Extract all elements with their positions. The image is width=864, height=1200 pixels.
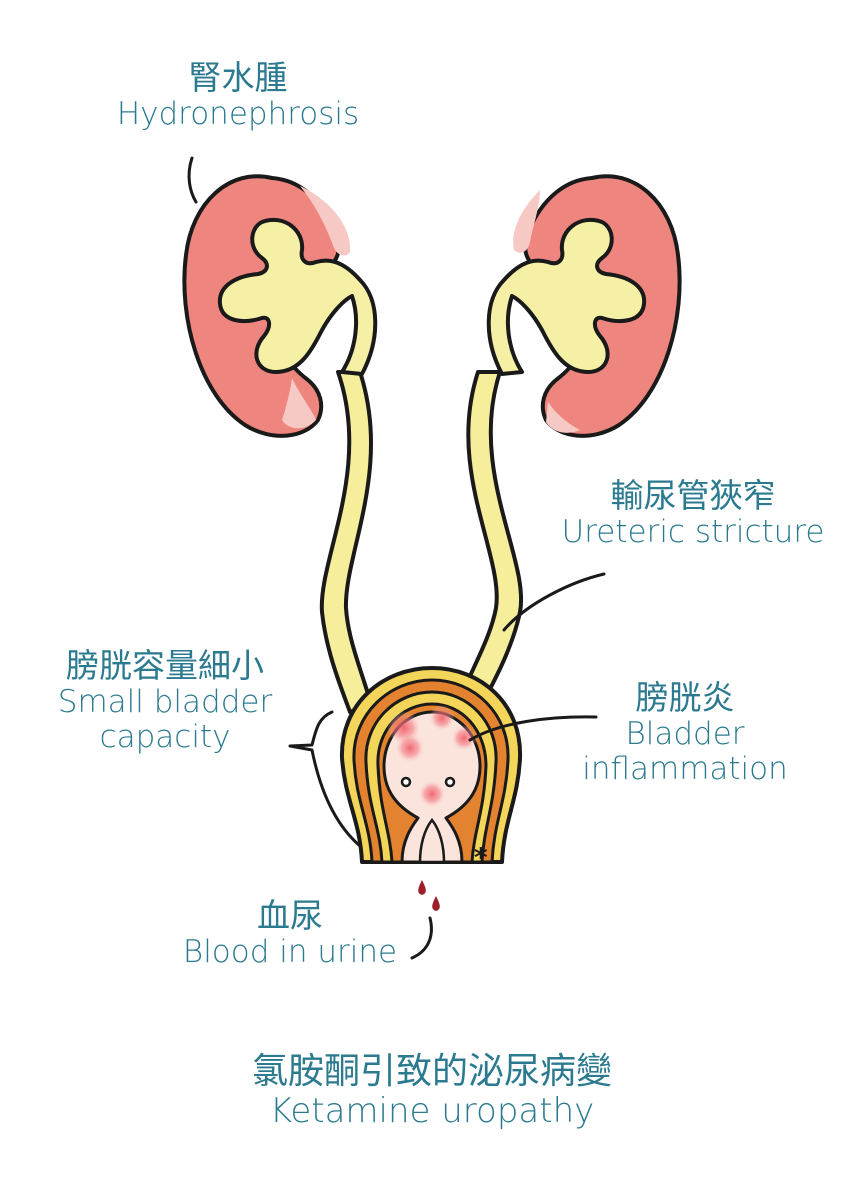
bladder-inflammation-en-1: Bladder: [625, 715, 745, 752]
small-bladder-capacity-label: 膀胱容量細小 Small bladder capacity: [30, 646, 300, 755]
ureteric-orifice: [400, 776, 412, 788]
hydronephrosis-leader: [187, 156, 198, 204]
right-renal-pelvis: [486, 218, 647, 376]
hydronephrosis-zh: 腎水腫: [188, 58, 288, 97]
small-bladder-capacity-zh: 膀胱容量細小: [66, 646, 264, 685]
left-ureter: [319, 370, 374, 714]
small-bladder-capacity-en-2: capacity: [99, 718, 231, 755]
small-bladder-capacity-en-1: Small bladder: [57, 683, 273, 720]
inflammation-spot: [418, 780, 446, 808]
bladder-inflammation-en-2: inflammation: [582, 750, 788, 787]
stricture-leader: [502, 572, 606, 632]
inflammation-spot: [451, 725, 477, 751]
inflammation-leader: [468, 715, 598, 742]
right-ureter: [456, 370, 524, 714]
blood-in-urine-zh: 血尿: [257, 896, 323, 935]
ureteric-stricture-label: 輸尿管狹窄 Ureteric stricture: [548, 476, 838, 550]
capacity-bracket: [288, 710, 362, 848]
bladder-inflammation-label: 膀胱炎 Bladder inflammation: [565, 678, 805, 787]
right-kidney: [486, 174, 682, 438]
title-zh: 氯胺酮引致的泌尿病變: [251, 1051, 612, 1092]
inflammation-spot: [429, 705, 455, 731]
blood-drops: [418, 880, 440, 911]
inflammation-spot: [395, 733, 425, 763]
ureteric-stricture-en: Ureteric stricture: [561, 513, 825, 550]
blood-in-urine-label: 血尿 Blood in urine: [160, 896, 420, 970]
hydronephrosis-label: 腎水腫 Hydronephrosis: [88, 58, 388, 132]
left-renal-pelvis: [217, 218, 378, 376]
blood-leader: [410, 916, 433, 960]
left-kidney: [182, 174, 378, 438]
bladder: [339, 666, 523, 864]
ureteric-stricture-zh: 輸尿管狹窄: [610, 476, 776, 515]
asterisk-marker: *: [474, 843, 488, 873]
diagram-title: 氯胺酮引致的泌尿病變 Ketamine uropathy: [130, 1051, 734, 1132]
bladder-inflammation-zh: 膀胱炎: [635, 678, 735, 717]
hydronephrosis-en: Hydronephrosis: [116, 95, 360, 132]
title-en: Ketamine uropathy: [269, 1091, 595, 1132]
blood-in-urine-en: Blood in urine: [182, 933, 398, 970]
ureteric-orifice: [444, 776, 456, 788]
